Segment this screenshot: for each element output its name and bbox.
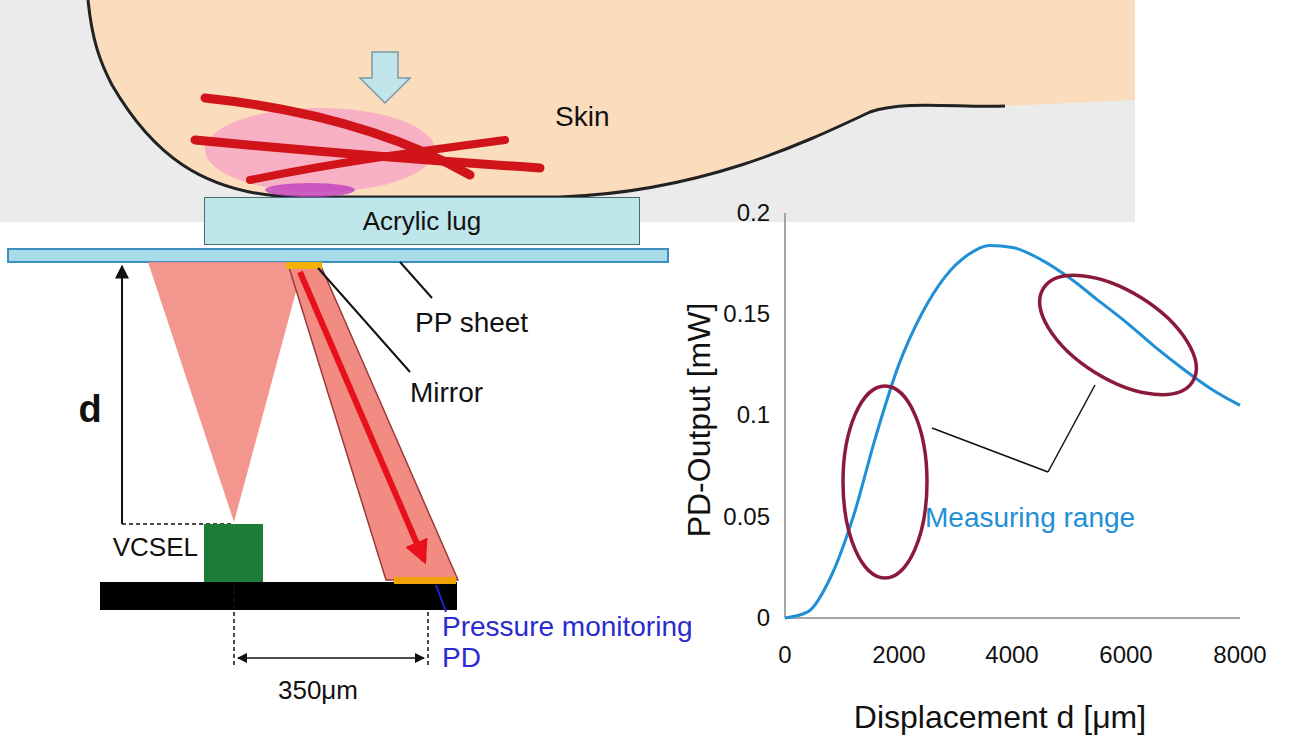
press-arrow <box>360 52 410 103</box>
substrate <box>100 582 457 610</box>
pp-sheet <box>8 249 668 262</box>
tick-label: 0.15 <box>723 301 770 327</box>
skin-region: Skin <box>380 60 740 170</box>
tick-label: 0.1 <box>737 402 770 428</box>
part-label: Pressure monitoring PD <box>442 612 712 674</box>
leader-line <box>436 585 446 612</box>
range-ellipse <box>843 386 927 578</box>
y-axis <box>784 213 786 618</box>
leader-line <box>400 262 432 298</box>
leader-line <box>318 268 410 372</box>
annotation: Measuring range <box>925 503 1135 534</box>
dimension-label: d <box>78 389 101 431</box>
node-label: Skin <box>555 102 609 133</box>
node-label: VCSEL <box>113 533 198 562</box>
tick-label: 0.2 <box>737 200 770 226</box>
tick-label: 0.05 <box>723 504 770 530</box>
axis-title: PD-Output [mW] <box>682 303 717 538</box>
response-curve <box>785 245 1240 618</box>
part-label: Mirror <box>410 378 483 409</box>
tick-label: 4000 <box>985 642 1038 668</box>
leader-line <box>932 428 1048 472</box>
tick-label: 6000 <box>1099 642 1152 668</box>
tick-label: 0 <box>757 605 770 631</box>
dimension-line <box>233 584 235 665</box>
node-label: Acrylic lug <box>363 207 481 236</box>
vcsel-chip: VCSEL <box>204 524 263 582</box>
mirror <box>286 262 322 269</box>
skin-outline <box>88 0 1005 197</box>
reflected-ray <box>300 272 424 560</box>
acrylic-lug: Acrylic lug <box>204 197 640 245</box>
leader-line <box>1048 385 1095 472</box>
photodiode <box>394 577 456 584</box>
skin-region <box>0 0 1135 197</box>
tick-label: 2000 <box>872 642 925 668</box>
x-axis <box>785 617 1240 619</box>
axis-title: Displacement d [μm] <box>854 700 1146 735</box>
range-ellipse <box>1020 251 1216 419</box>
pressed-tissue <box>265 183 355 197</box>
laser-beam <box>148 262 304 522</box>
dimension-arrow <box>238 657 424 659</box>
dimension-label: 350μm <box>278 676 358 705</box>
dimension-line <box>427 612 429 665</box>
part-label: PP sheet <box>415 308 528 339</box>
blood-vessel <box>250 140 505 180</box>
tick-label: 0 <box>778 642 791 668</box>
background-panel <box>0 0 1135 222</box>
tick-label: 8000 <box>1213 642 1266 668</box>
dimension-arrow <box>121 266 123 524</box>
